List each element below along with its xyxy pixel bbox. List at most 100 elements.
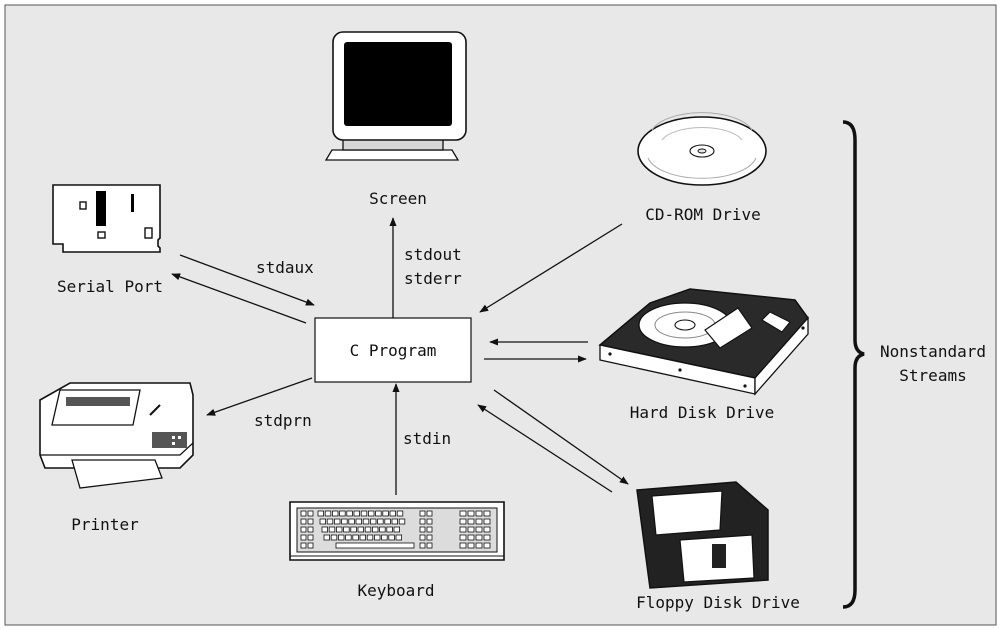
keyboard-key — [350, 526, 357, 533]
arrow-serial-to-program — [179, 254, 315, 306]
arrow-cdrom-to-program — [479, 223, 623, 313]
keyboard-key — [459, 510, 467, 517]
keyboard-key — [379, 526, 386, 533]
keyboard-key — [348, 518, 355, 525]
keyboard-key — [419, 510, 426, 517]
keyboard-key — [307, 526, 314, 533]
keyboard-key — [483, 518, 491, 525]
arrow-program-to-floppy — [493, 389, 629, 485]
screen-label: Screen — [369, 189, 427, 208]
stream-label-stdprn: stdprn — [254, 411, 312, 430]
keyboard-key — [359, 534, 366, 541]
stream-label-stdin: stdin — [403, 429, 451, 448]
keyboard-key — [335, 526, 343, 533]
keyboard-key — [337, 534, 345, 541]
keyboard-key — [395, 534, 402, 541]
keyboard-key — [317, 510, 324, 517]
keyboard-key — [373, 534, 381, 541]
floppy-label: Floppy Disk Drive — [636, 593, 800, 612]
keyboard-key — [382, 510, 389, 517]
keyboard-key — [371, 526, 379, 533]
keyboard-key — [467, 518, 475, 525]
arrow-floppy-to-program — [477, 404, 613, 493]
keyboard-key — [339, 510, 346, 517]
keyboard-key — [321, 526, 328, 533]
keyboard-key — [300, 510, 307, 517]
keyboard-key — [341, 518, 348, 525]
keyboard-key — [426, 542, 433, 549]
keyboard-key — [419, 534, 426, 541]
keyboard-key — [352, 534, 359, 541]
printer-icon — [39, 382, 194, 489]
keyboard-icon — [289, 501, 505, 561]
keyboard-key — [330, 534, 338, 541]
keyboard-key — [388, 534, 395, 541]
nonstandard-brace — [842, 120, 865, 609]
keyboard-keys — [300, 510, 491, 549]
keyboard-key — [426, 534, 433, 541]
keyboard-key — [475, 518, 483, 525]
keyboard-key — [366, 534, 374, 541]
keyboard-key — [362, 518, 370, 525]
keyboard-key — [300, 518, 307, 525]
keyboard-key — [393, 526, 400, 533]
keyboard-key — [357, 526, 364, 533]
keyboard-label: Keyboard — [357, 581, 434, 600]
keyboard-key — [300, 542, 307, 549]
hard-disk-label: Hard Disk Drive — [630, 403, 775, 422]
keyboard-key — [419, 518, 426, 525]
keyboard-key — [346, 510, 353, 517]
keyboard-key — [426, 526, 433, 533]
keyboard-key — [300, 526, 307, 533]
arrow-program-to-serial — [171, 273, 307, 324]
cdrom-label: CD-ROM Drive — [645, 205, 761, 224]
keyboard-key — [307, 518, 314, 525]
keyboard-key — [343, 526, 350, 533]
keyboard-key — [360, 510, 368, 517]
printer-label: Printer — [71, 515, 139, 534]
keyboard-key — [475, 510, 483, 517]
keyboard-key — [459, 518, 467, 525]
keyboard-key — [381, 534, 388, 541]
keyboard-key — [426, 510, 433, 517]
keyboard-key — [326, 518, 334, 525]
keyboard-key — [335, 542, 415, 549]
monitor-icon — [324, 31, 467, 161]
serial-port-label: Serial Port — [57, 277, 163, 296]
keyboard-key — [467, 526, 475, 533]
stream-label-stderr: stderr — [404, 269, 462, 288]
keyboard-key — [467, 534, 475, 541]
keyboard-key — [384, 518, 391, 525]
keyboard-key — [377, 518, 384, 525]
c-program-node: C Program — [314, 317, 472, 383]
keyboard-key — [364, 526, 372, 533]
keyboard-key — [375, 510, 382, 517]
keyboard-key — [419, 542, 426, 549]
keyboard-key — [396, 510, 404, 517]
keyboard-key — [459, 534, 467, 541]
keyboard-key — [459, 542, 467, 549]
keyboard-key — [333, 518, 341, 525]
stream-label-stdout: stdout — [404, 245, 462, 264]
keyboard-key — [467, 542, 475, 549]
keyboard-key — [475, 526, 483, 533]
keyboard-key — [353, 510, 360, 517]
hard-disk-icon — [598, 288, 809, 396]
keyboard-key — [300, 534, 307, 541]
keyboard-key — [345, 534, 352, 541]
keyboard-key — [467, 510, 475, 517]
keyboard-key — [367, 510, 375, 517]
keyboard-key — [391, 518, 398, 525]
keyboard-key — [307, 534, 314, 541]
keyboard-key — [323, 534, 330, 541]
keyboard-key — [324, 510, 332, 517]
keyboard-key — [483, 542, 491, 549]
group-label-line1: Nonstandard — [880, 342, 986, 361]
keyboard-key — [355, 518, 362, 525]
keyboard-key — [483, 534, 491, 541]
stream-label-stdaux: stdaux — [256, 258, 314, 277]
keyboard-key — [475, 534, 483, 541]
group-label-line2: Streams — [899, 366, 966, 385]
keyboard-key — [328, 526, 336, 533]
